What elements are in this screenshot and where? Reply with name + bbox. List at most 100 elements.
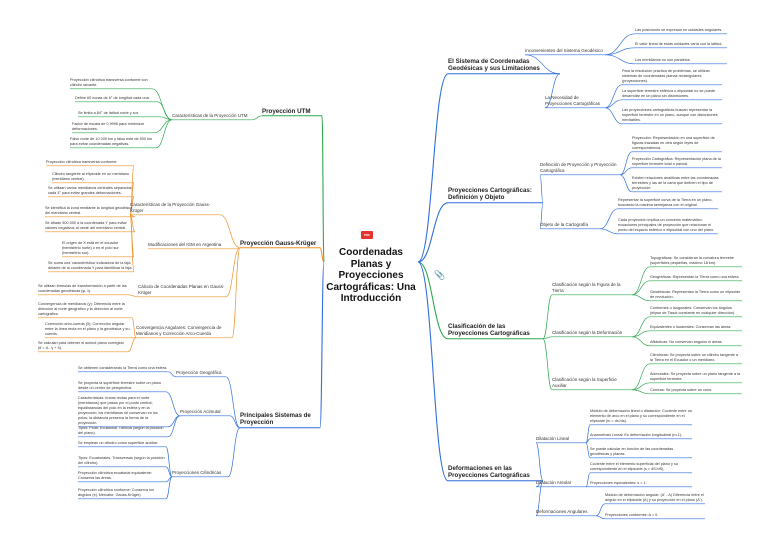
node-b5a3[interactable]: Se limita a 84° de latitud norte y sur. [78,111,139,115]
node-b7c1[interactable]: Se emplean un cilindro como superficie a… [78,441,159,445]
connector-b5a5 [155,119,173,149]
node-b6d2[interactable]: Corrección arco-cuerda (δ): Corrección a… [45,322,130,336]
connector-b4a [535,442,544,482]
node-b2a2[interactable]: Proyección Cartográfica: Representación … [632,157,721,166]
node-b6c[interactable]: Cálculo de Coordenadas Planas en Gauss-K… [138,284,225,295]
connector-b6a7 [129,214,135,273]
node-b4b1[interactable]: Cociente entre el elemento superficial d… [590,462,679,471]
node-b4[interactable]: Deformaciones en las Proyecciones Cartog… [448,465,530,480]
connector-b1 [417,73,449,263]
node-b7a[interactable]: Proyección Geográfica [176,370,222,375]
node-b7b1[interactable]: Se proyecta la superficie terrestre sobr… [78,381,161,390]
node-b2a1[interactable]: Proyección: Representación en una superf… [632,136,715,150]
node-b4a3[interactable]: Se puede calcular en función de las coor… [590,447,674,456]
node-b1a3[interactable]: Los meridianos no son paralelos. [635,58,691,62]
node-b5a1[interactable]: Proyección cilíndrica transversa conform… [70,78,148,87]
node-b3c[interactable]: Clasificación según la Superficie Auxili… [552,377,617,388]
connector-b6a3 [129,196,135,216]
node-b1b[interactable]: La Necesidad de Proyecciones Cartográfic… [545,95,601,106]
node-b6a4[interactable]: Se identifica la zona mediante la longit… [45,206,133,215]
node-b3b3[interactable]: Afilácticas: No conservan ángulos ni áre… [650,340,723,344]
node-b3[interactable]: Clasificación de las Proyecciones Cartog… [448,323,530,338]
node-b4a[interactable]: Dilatación Lineal [536,436,570,441]
connector-b3 [417,261,449,340]
connector-b6d [231,247,241,339]
node-b6a[interactable]: Características de la Proyección Gauss-K… [130,202,211,213]
node-b7c4[interactable]: Proyección cilíndrica conforme: Conserva… [78,488,154,497]
connector-b4a1 [585,424,591,444]
connector-b4 [417,261,449,482]
node-b4c[interactable]: Deformaciones Angulares [536,509,588,514]
node-b7b[interactable]: Proyección Acimutal [180,409,221,414]
node-b3b1[interactable]: Conformes u Isogonales: Conservan los án… [650,306,736,315]
node-b3c3[interactable]: Cónicas: Se proyecta sobre un cono. [650,388,713,392]
node-b6a2[interactable]: Cilindro tangente al elipsoide en un mer… [52,172,130,181]
node-b7b2[interactable]: Características: líneas rectas para el n… [78,396,158,425]
node-b7[interactable]: Principales Sistemas de Proyección [240,412,311,427]
node-b1a1[interactable]: Las posiciones se expresan en unidades a… [635,28,723,32]
node-b3a[interactable]: Clasificación según la Figura de la Tier… [552,282,621,293]
connector-b7b [229,415,241,429]
node-b4a1[interactable]: Módulo de deformación lineal o dilatació… [590,409,692,423]
paperclip-icon[interactable]: 📎 [434,270,446,280]
node-b2b2[interactable]: Cada proyección implica un convenio mate… [618,218,715,232]
node-b3c1[interactable]: Cilíndricas: Se proyecta sobre un cilind… [650,353,739,362]
connector-b6a [219,214,241,249]
node-b3a3[interactable]: Geodésicas: Representan la Tierra como u… [650,290,741,299]
node-b6a1[interactable]: Proyección cilíndrica transversa conform… [46,160,118,164]
node-b1a[interactable]: Inconvenientes del Sistema Geodésico [525,48,603,53]
node-b4c2[interactable]: Proyecciones conformes: A = 0. [605,513,659,517]
node-b3b[interactable]: Clasificación según la Deformación [552,330,623,335]
node-b3b2[interactable]: Equivalentes o Isoareales: Conservan las… [650,325,732,329]
connector-b3a2 [631,280,651,296]
node-b2b1[interactable]: Representar la superficie curva de la Ti… [618,198,713,207]
node-b5a5[interactable]: Falso norte de 10 000 km y falso este de… [70,137,153,146]
node-b4b2[interactable]: Proyecciones equivalentes: s = 1. [590,481,647,485]
node-b7c[interactable]: Proyecciones Cilíndricas [172,470,222,475]
node-b4b[interactable]: Dilatación Areolar [536,480,572,485]
connector-b2b [539,202,544,230]
node-b3c2[interactable]: Acimutales: Se proyecta sobre un plano t… [650,372,741,381]
node-b1b2[interactable]: La superficie terrestre esférica o elips… [622,89,716,98]
node-b7b3[interactable]: Tipos: Polar, Ecuatorial, Oblicua (según… [78,426,164,435]
node-b6c1[interactable]: Se utilizan fórmulas de transformación a… [38,284,127,293]
node-b6a7[interactable]: Se suma una 'característica' indicadora … [48,261,133,270]
node-b6[interactable]: Proyección Gauss-Krüger [240,240,317,247]
connector-b7b3 [167,415,181,438]
node-b1[interactable]: El Sistema de Coordenadas Geodésicas y s… [448,58,540,73]
node-b5a[interactable]: Características de la Proyección UTM [172,113,248,118]
node-b6a6[interactable]: El origen de X está en el ecuador (hemis… [62,241,119,255]
connector-b4c1 [595,503,606,517]
node-b6d[interactable]: Convergencia Angulares: Convergencia de … [136,325,222,336]
node-b7a1[interactable]: Se obtienen considerando la Tierra como … [78,366,168,370]
node-b2[interactable]: Proyecciones Cartográficas: Definición y… [448,187,532,202]
node-b1b3[interactable]: Las proyecciones cartográficas buscan re… [622,108,718,122]
node-b1a2[interactable]: El valor lineal de estas unidades varía … [635,42,723,46]
node-b2b[interactable]: Objeto de la Cartografía [540,222,589,227]
connector-b3c1 [631,363,651,391]
node-b3a2[interactable]: Geográficas: Representan la Tierra como … [650,275,740,279]
node-b6d1[interactable]: Convergencia de meridianos (γ): Diferenc… [38,302,125,316]
connector-b3c [542,338,553,391]
node-b2a3[interactable]: Existen relaciones analíticas entre las … [632,176,719,190]
node-b4a2[interactable]: Anamorfosis Lineal: Es deformación longi… [590,433,683,437]
connector-b4b1 [585,472,591,488]
node-b4c1[interactable]: Módulo de deformación angular: (A' - A) … [605,493,704,502]
node-b6a5[interactable]: Se añade 500.000 a la coordenada Y para … [45,221,127,230]
node-b6b[interactable]: Modificaciones del IGM en Argentina [148,242,222,247]
node-b7c3[interactable]: Proyección cilíndrica ecuatorial equival… [78,471,152,480]
node-b2a[interactable]: Definición de Proyección y Proyección Ca… [540,162,617,173]
node-b1b1[interactable]: Para la resolución práctica de problemas… [622,69,710,83]
node-b5[interactable]: Proyección UTM [262,108,311,115]
node-b6d3[interactable]: Se calculan para obtener el acimut plano… [38,341,124,350]
connector-b7a [225,376,241,429]
node-b7c2[interactable]: Tipos: Ecuatoriales, Transversas (según … [78,456,165,465]
node-b6a3[interactable]: Se utilizan varios meridianos centrales … [48,186,132,195]
node-b5a2[interactable]: Define 60 zonas de 6° de longitud cada u… [75,96,150,100]
node-b3a1[interactable]: Topográficas: Se consideran la curvatura… [650,256,734,265]
connector-b7a1 [167,371,177,378]
central-topic[interactable]: Coordenadas Planas y Proyecciones Cartog… [326,247,416,304]
connector-b6a5 [129,214,136,233]
node-b5a4[interactable]: Factor de escala de 0.9996 para minimiza… [72,122,144,131]
